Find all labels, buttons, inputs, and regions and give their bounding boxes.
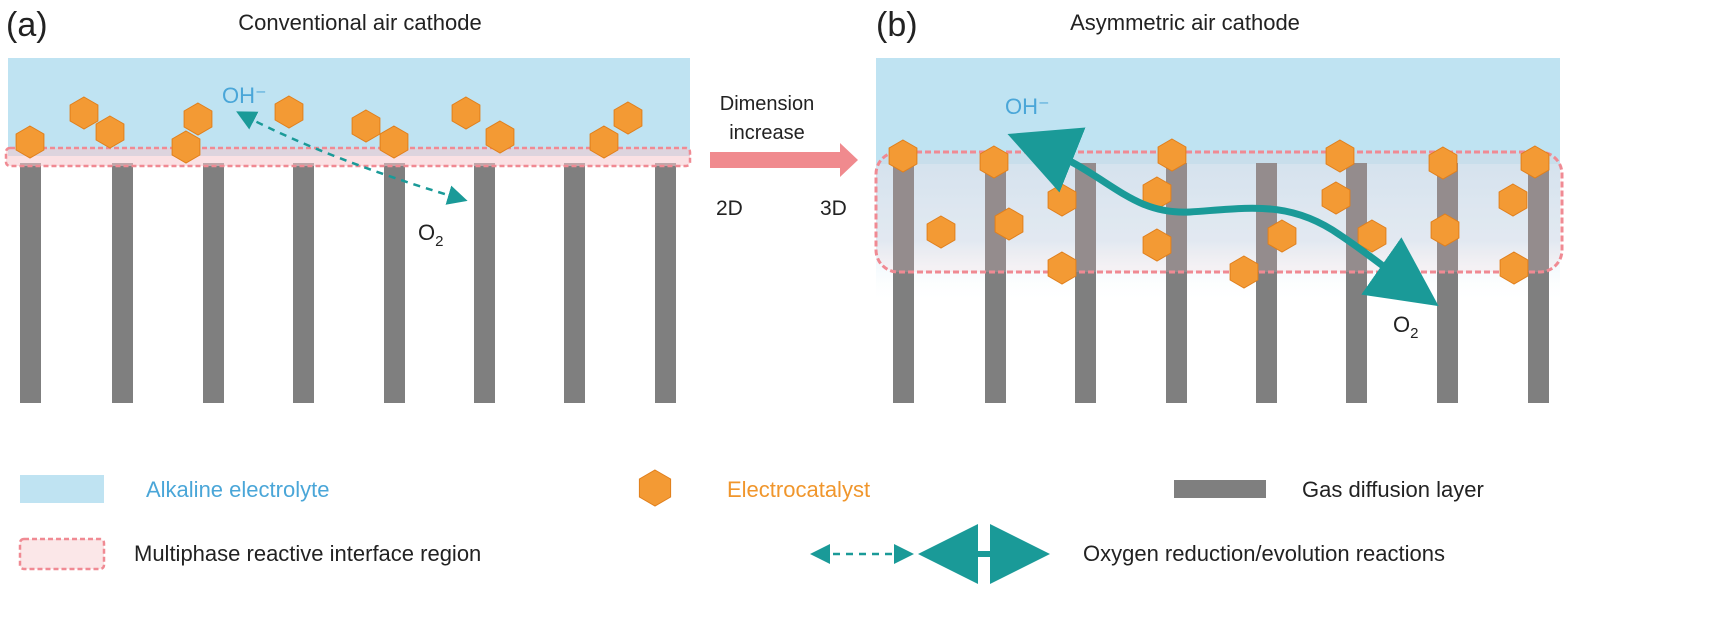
electrocatalyst: [95, 115, 125, 149]
legend-catalyst-icon: [638, 469, 672, 507]
electrocatalyst: [171, 130, 201, 164]
gdl-pillar: [384, 163, 405, 403]
reaction-arrow-solid-b: [1007, 127, 1439, 307]
o2-label-a: O2: [418, 220, 443, 250]
transition-line1: Dimension: [720, 93, 814, 115]
transition-arrow: [710, 143, 858, 177]
gdl-pillar: [20, 163, 41, 403]
reaction-arrow-dashed-a: [236, 111, 468, 205]
legend-electrolyte-swatch: [20, 475, 104, 503]
panel-a-letter: (a): [6, 6, 48, 44]
electrocatalyst: [1499, 251, 1529, 285]
dimension-transition: Dimension increase 2D 3D: [710, 93, 858, 220]
legend-catalyst-label: Electrocatalyst: [727, 477, 870, 502]
transition-line2: increase: [729, 122, 805, 144]
catalyst-icon: [638, 469, 672, 507]
electrocatalyst: [1520, 145, 1550, 179]
oh-label-a: OH⁻: [222, 83, 267, 108]
electrocatalyst: [613, 101, 643, 135]
panel-b-title: Asymmetric air cathode: [1070, 10, 1300, 35]
legend-reactions-label: Oxygen reduction/evolution reactions: [1083, 541, 1445, 566]
interface-region-a: [4, 146, 692, 168]
electrocatalyst: [1498, 183, 1528, 217]
gas-diffusion-pillars-a: [20, 163, 676, 403]
electrocatalyst: [183, 102, 213, 136]
gdl-pillar: [112, 163, 133, 403]
legend-electrolyte-label: Alkaline electrolyte: [146, 477, 329, 502]
gdl-pillar: [293, 163, 314, 403]
legend-gdl-swatch: [1174, 480, 1266, 498]
gdl-pillar: [564, 163, 585, 403]
panel-b: [874, 58, 1564, 403]
legend-gdl-label: Gas diffusion layer: [1302, 477, 1484, 502]
transition-from: 2D: [716, 197, 743, 220]
gdl-pillar: [655, 163, 676, 403]
electrocatalyst: [15, 125, 45, 159]
legend-interface-swatch: [18, 537, 106, 571]
panel-b-letter: (b): [876, 6, 918, 44]
electrocatalyst: [888, 139, 918, 173]
electrocatalyst: [926, 215, 956, 249]
electrocatalyst: [69, 96, 99, 130]
gdl-pillar: [203, 163, 224, 403]
oh-label-b: OH⁻: [1005, 94, 1050, 119]
gdl-pillar: [893, 163, 914, 403]
legend-interface-label: Multiphase reactive interface region: [134, 541, 481, 566]
electrocatalyst: [485, 120, 515, 154]
panel-a: [4, 58, 692, 403]
electrolyte-layer-b: [876, 58, 1560, 166]
panel-a-title: Conventional air cathode: [238, 10, 481, 35]
gdl-pillar: [1528, 163, 1549, 403]
gdl-pillar: [474, 163, 495, 403]
transition-to: 3D: [820, 197, 847, 220]
legend: Alkaline electrolyte Electrocatalyst Gas…: [18, 469, 1484, 584]
electrocatalyst: [589, 125, 619, 159]
o2-label-b: O2: [1393, 312, 1418, 342]
